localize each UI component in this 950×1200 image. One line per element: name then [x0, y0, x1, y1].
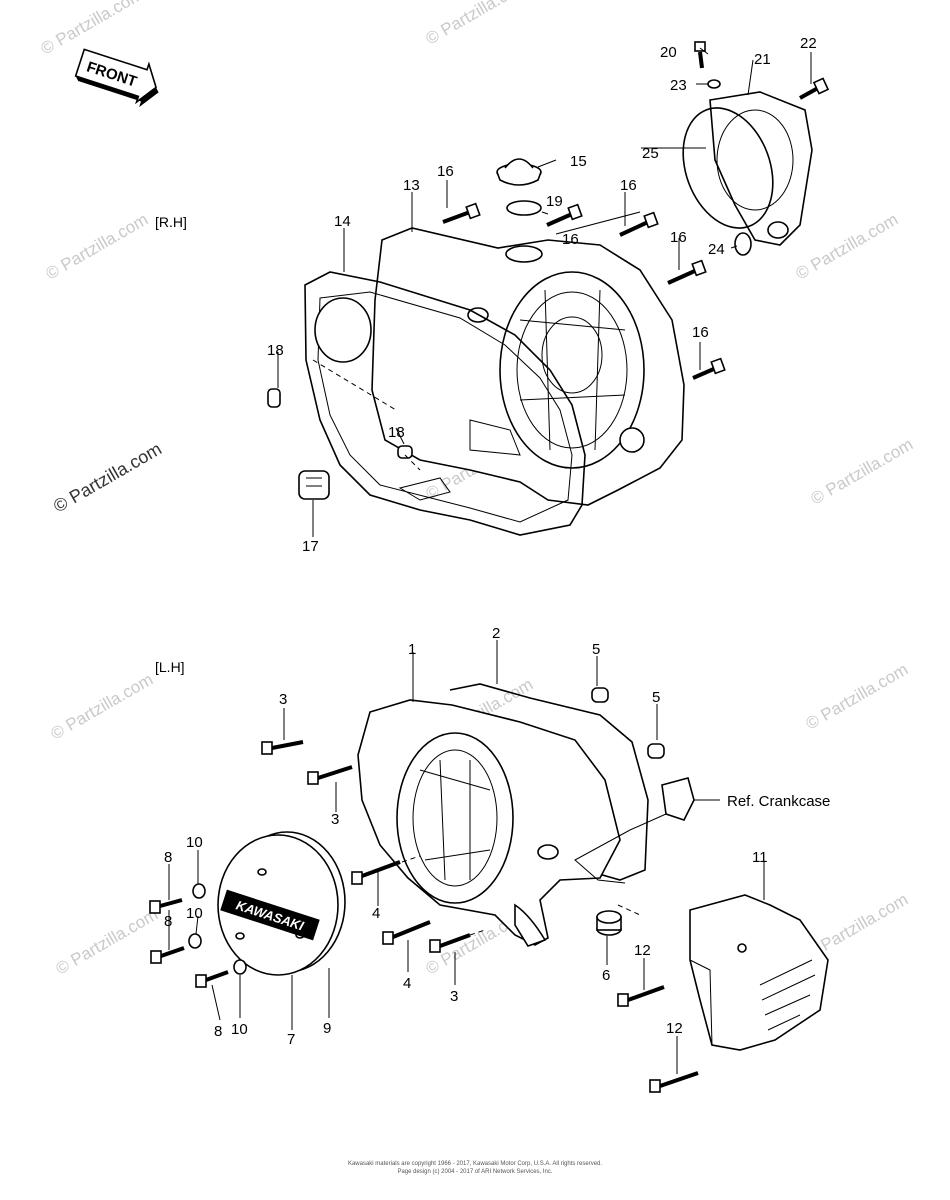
bolt-12-parts — [617, 985, 699, 1093]
gasket-2-part — [449, 683, 649, 881]
o-ring-19-part — [506, 200, 542, 216]
bolt-4-parts — [351, 860, 431, 945]
callout-7: 7 — [287, 1031, 295, 1048]
watermark: © Partzilla.com — [48, 670, 157, 744]
callout-18a: 18 — [267, 342, 284, 359]
clutch-cover-gasket-part — [304, 271, 586, 536]
callout-12b: 12 — [666, 1020, 683, 1037]
callout-25: 25 — [642, 145, 659, 162]
dowel-5a-part — [591, 687, 609, 703]
washer-10-parts — [188, 883, 247, 975]
sprocket-cover-11-part — [689, 894, 829, 1051]
bolt-20-part — [694, 41, 706, 69]
callout-10a: 10 — [186, 834, 203, 851]
watermark: © Partzilla.com — [43, 210, 152, 284]
washer-23-part — [707, 79, 721, 89]
crankcase-ref-part — [574, 777, 720, 884]
cover-gasket-25-part — [682, 107, 774, 229]
dowel-pin-18-parts — [267, 388, 413, 459]
dowel-5b-part — [647, 743, 665, 759]
cap-6-part — [596, 910, 622, 936]
callout-5b: 5 — [652, 689, 660, 706]
callout-10b: 10 — [186, 905, 203, 922]
callout-1: 1 — [408, 641, 416, 658]
callout-15: 15 — [570, 153, 587, 170]
callout-24: 24 — [708, 241, 725, 258]
callout-10c: 10 — [231, 1021, 248, 1038]
callout-19: 19 — [546, 193, 563, 210]
callout-12a: 12 — [634, 942, 651, 959]
callout-22: 22 — [800, 35, 817, 52]
section-rh-label: [R.H] — [155, 214, 187, 230]
watermark: © Partzilla.com — [808, 435, 917, 509]
callout-16c: 16 — [562, 231, 579, 248]
footer-page-design: Page design (c) 2004 - 2017 of ARI Netwo… — [397, 1169, 552, 1175]
callout-3b: 3 — [331, 811, 339, 828]
callout-8c: 8 — [214, 1023, 222, 1040]
callout-23: 23 — [670, 77, 687, 94]
callout-3c: 3 — [450, 988, 458, 1005]
callout-16b: 16 — [620, 177, 637, 194]
outer-cover-7-part: KAWASAKI — [217, 834, 339, 976]
callout-6: 6 — [602, 967, 610, 984]
watermark: © Partzilla.com — [423, 0, 532, 48]
watermark: © Partzilla.com — [793, 210, 902, 284]
callout-5a: 5 — [592, 641, 600, 658]
watermark: © Partzilla.com — [803, 660, 912, 734]
bolt-22-part — [799, 77, 830, 100]
bolt-3-parts — [261, 740, 471, 953]
watermark: © Partzilla.com — [38, 0, 147, 58]
ref-crankcase-label: Ref. Crankcase — [727, 793, 830, 810]
rh-assembly — [267, 41, 830, 537]
callout-8b: 8 — [164, 913, 172, 930]
callout-21: 21 — [754, 51, 771, 68]
section-lh-label: [L.H] — [155, 659, 185, 675]
lh-assembly: KAWASAKI — [149, 640, 829, 1093]
callout-17: 17 — [302, 538, 319, 555]
watermark: © Partzilla.com — [53, 905, 162, 979]
callout-16e: 16 — [692, 324, 709, 341]
oil-pump-cover-part — [709, 91, 813, 246]
front-direction-badge: FRONT — [74, 48, 159, 108]
bolt-16-parts — [442, 202, 726, 380]
callout-16a: 16 — [437, 163, 454, 180]
footer-copyright: Kawasaki materials are copyright 1966 - … — [348, 1161, 602, 1167]
generator-cover-part — [357, 699, 621, 947]
callout-labels: 20 21 22 23 15 25 16 13 19 16 14 16 16 2… — [164, 35, 830, 1048]
callout-3a: 3 — [279, 691, 287, 708]
o-ring-24-part — [734, 232, 752, 256]
callout-20: 20 — [660, 44, 677, 61]
callout-2: 2 — [492, 625, 500, 642]
callout-18b: 18 — [388, 424, 405, 441]
callout-4a: 4 — [372, 905, 380, 922]
callout-13: 13 — [403, 177, 420, 194]
bolt-8-parts — [149, 898, 229, 988]
callout-8a: 8 — [164, 849, 172, 866]
callout-11: 11 — [752, 849, 768, 866]
oil-filler-cap-part — [496, 158, 542, 186]
cap-17-part — [298, 470, 330, 500]
callout-9: 9 — [323, 1020, 331, 1037]
callout-16d: 16 — [670, 229, 687, 246]
callout-14: 14 — [334, 213, 351, 230]
callout-4b: 4 — [403, 975, 411, 992]
watermark-bold: © Partzilla.com — [50, 438, 165, 516]
